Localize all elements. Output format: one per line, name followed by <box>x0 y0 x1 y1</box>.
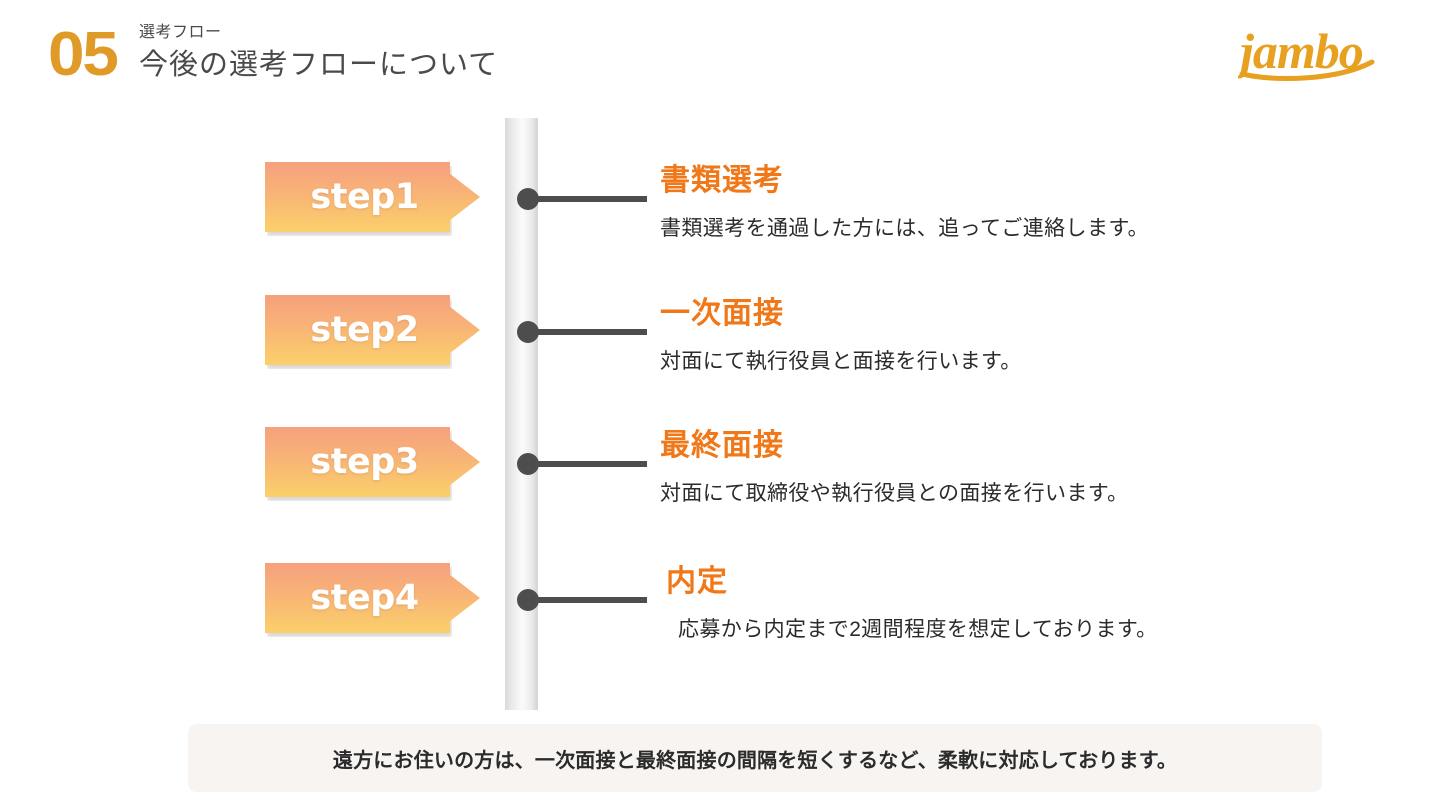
step-content-2: 一次面接 対面にて執行役員と面接を行います。 <box>660 296 1380 376</box>
step-connector-line-3 <box>535 461 647 467</box>
step-badge-label: step1 <box>310 177 419 217</box>
step-dot-3 <box>517 453 539 475</box>
step-content-3: 最終面接 対面にて取締役や執行役員との面接を行います。 <box>660 428 1380 508</box>
step-dot-4 <box>517 589 539 611</box>
step-heading-2: 一次面接 <box>660 297 784 330</box>
section-number: 05 <box>48 20 119 89</box>
step-connector-line-2 <box>535 329 647 335</box>
step-badge-2[interactable]: step2 <box>265 295 480 369</box>
step-description-2: 対面にて執行役員と面接を行います。 <box>660 350 1022 373</box>
step-content-4: 内定 応募から内定まで2週間程度を想定しております。 <box>666 564 1386 644</box>
step-badge-label: step4 <box>310 578 419 618</box>
jambo-logo: jambo <box>1238 22 1378 84</box>
step-heading-1: 書類選考 <box>660 164 784 197</box>
footer-note-text: 遠方にお住いの方は、一次面接と最終面接の間隔を短くするなど、柔軟に対応しておりま… <box>332 749 1178 772</box>
step-badge-shape <box>265 427 480 497</box>
step-badge-label: step3 <box>310 442 419 482</box>
step-badge-label: step2 <box>310 310 419 350</box>
step-description-1: 書類選考を通過した方には、追ってご連絡します。 <box>660 217 1150 240</box>
step-connector-line-4 <box>535 597 647 603</box>
step-badge-3[interactable]: step3 <box>265 427 480 501</box>
step-heading-4: 内定 <box>666 565 728 598</box>
header-kicker: 選考フロー <box>138 24 222 41</box>
step-description-3: 対面にて取締役や執行役員との面接を行います。 <box>660 482 1129 505</box>
footer-note: 遠方にお住いの方は、一次面接と最終面接の間隔を短くするなど、柔軟に対応しておりま… <box>188 724 1322 792</box>
header-text-group: 選考フロー 今後の選考フローについて <box>139 23 498 84</box>
step-heading-3: 最終面接 <box>660 429 784 462</box>
timeline-rail <box>505 118 538 710</box>
logo-wordmark: jambo <box>1238 23 1363 79</box>
logo-swash <box>1239 59 1375 81</box>
step-badge-shape <box>265 295 480 365</box>
step-badge-1[interactable]: step1 <box>265 162 480 236</box>
step-description-4: 応募から内定まで2週間程度を想定しております。 <box>678 618 1158 641</box>
step-dot-1 <box>517 188 539 210</box>
step-badge-shape <box>265 563 480 633</box>
page-title: 今後の選考フローについて <box>138 49 499 81</box>
step-badge-4[interactable]: step4 <box>265 563 480 637</box>
step-dot-2 <box>517 321 539 343</box>
step-content-1: 書類選考 書類選考を通過した方には、追ってご連絡します。 <box>660 163 1380 243</box>
step-badge-shape <box>265 162 480 232</box>
slide-header: 05 選考フロー 今後の選考フローについて <box>48 16 498 86</box>
step-connector-line-1 <box>535 196 647 202</box>
